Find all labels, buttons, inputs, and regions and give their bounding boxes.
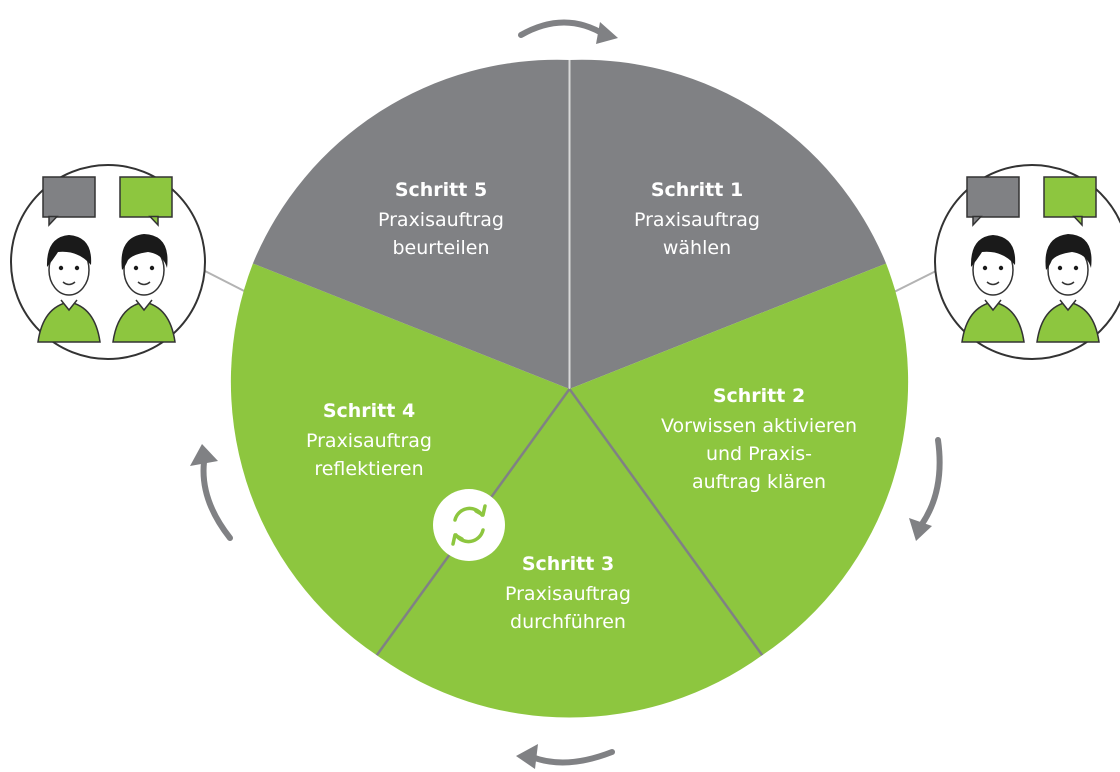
step-text: wählen xyxy=(663,237,731,259)
step-2-label: Schritt 2 Vorwissen aktivieren und Praxi… xyxy=(661,385,857,493)
step-1-label: Schritt 1 Praxisauftrag wählen xyxy=(634,179,760,259)
step-title: Schritt 2 xyxy=(713,385,805,407)
step-text: Praxisauftrag xyxy=(306,430,432,452)
step-text: Praxisauftrag xyxy=(505,583,631,605)
segment-step-3 xyxy=(376,389,763,718)
circular-arrow-icon xyxy=(909,437,943,541)
step-text: auftrag klären xyxy=(692,471,826,493)
two-people-talking-icon xyxy=(934,164,1120,360)
segment-step-2 xyxy=(569,263,909,656)
step-text: reflektieren xyxy=(314,458,423,480)
step-title: Schritt 4 xyxy=(323,400,415,422)
step-text: und Praxis- xyxy=(706,443,812,465)
step-title: Schritt 3 xyxy=(522,553,614,575)
segment-step-1 xyxy=(569,59,887,389)
segment-step-4 xyxy=(230,263,570,656)
cycle-arrows-icon xyxy=(433,489,505,561)
step-4-label: Schritt 4 Praxisauftrag reflektieren xyxy=(306,400,432,480)
segment-step-5 xyxy=(252,59,570,389)
two-people-talking-icon xyxy=(10,164,206,360)
step-5-label: Schritt 5 Praxisauftrag beurteilen xyxy=(378,179,504,259)
step-3-label: Schritt 3 Praxisauftrag durchführen xyxy=(505,553,631,633)
circular-arrow-icon xyxy=(190,444,233,541)
divider-line xyxy=(568,388,764,656)
pie-chart xyxy=(230,59,909,718)
step-text: durchführen xyxy=(510,611,626,633)
step-text: Praxisauftrag xyxy=(378,209,504,231)
step-text: beurteilen xyxy=(392,237,489,259)
step-text: Praxisauftrag xyxy=(634,209,760,231)
circular-arrow-icon xyxy=(516,744,615,769)
step-title: Schritt 5 xyxy=(395,179,487,201)
step-title: Schritt 1 xyxy=(651,179,743,201)
circular-arrow-icon xyxy=(518,19,618,44)
step-text: Vorwissen aktivieren xyxy=(661,415,857,437)
